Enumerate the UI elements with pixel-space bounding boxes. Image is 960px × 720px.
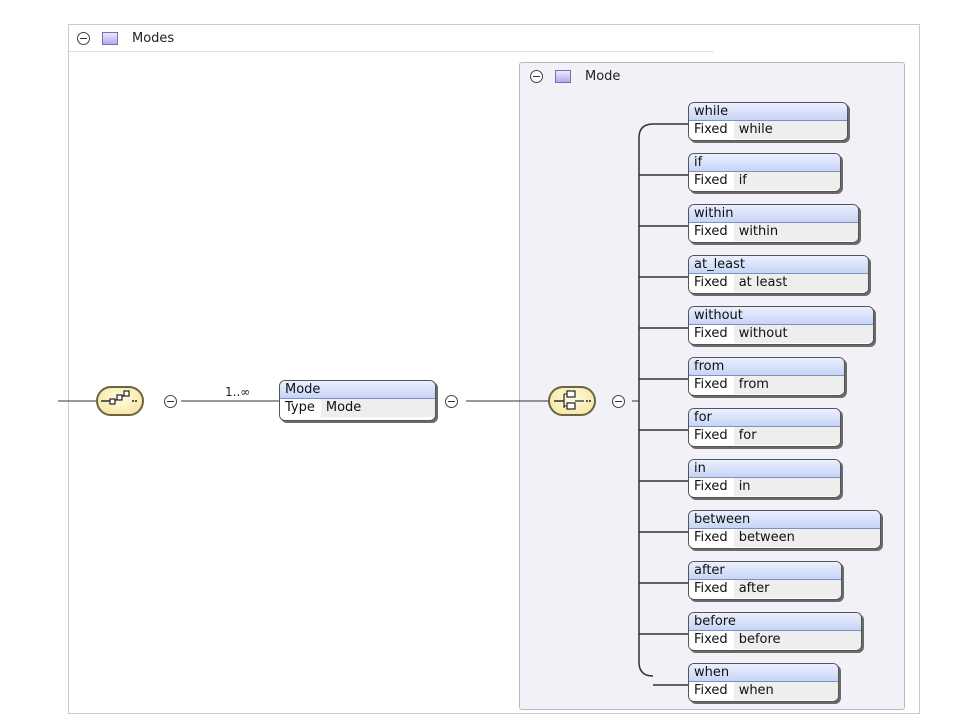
modes-group-header: Modes bbox=[69, 25, 919, 51]
mode-element-key: Type bbox=[280, 399, 321, 417]
choice-element-key: Fixed bbox=[689, 223, 734, 241]
choice-element-key: Fixed bbox=[689, 478, 734, 496]
collapse-mode-icon[interactable] bbox=[530, 69, 543, 83]
choice-element-key: Fixed bbox=[689, 172, 734, 190]
choice-element-name: while bbox=[689, 103, 847, 121]
choice-element-value: for bbox=[733, 427, 840, 445]
choice-element-key: Fixed bbox=[689, 682, 734, 700]
collapse-choice-icon[interactable] bbox=[612, 395, 625, 408]
choice-element-name: in bbox=[689, 460, 840, 478]
choice-element-key: Fixed bbox=[689, 631, 734, 649]
choice-element-key: Fixed bbox=[689, 121, 734, 139]
choice-element-name: before bbox=[689, 613, 861, 631]
mode-element-name: Mode bbox=[280, 381, 435, 399]
choice-element-name: at_least bbox=[689, 256, 868, 274]
choice-element-name: between bbox=[689, 511, 880, 529]
choice-element-name: from bbox=[689, 358, 844, 376]
multiplicity-label: 1..∞ bbox=[225, 385, 251, 399]
choice-element-value: in bbox=[733, 478, 840, 496]
choice-element-name: if bbox=[689, 154, 840, 172]
choice-element-name: for bbox=[689, 409, 840, 427]
choice-element-value: without bbox=[733, 325, 873, 343]
choice-element-name: after bbox=[689, 562, 841, 580]
choice-element-name: within bbox=[689, 205, 858, 223]
choice-element-value: when bbox=[733, 682, 838, 700]
choice-element-key: Fixed bbox=[689, 376, 734, 394]
mode-element-value: Mode bbox=[320, 399, 435, 417]
mode-type-header: Mode bbox=[520, 63, 620, 89]
choice-compositor-icon[interactable] bbox=[548, 386, 596, 416]
complex-type-icon bbox=[102, 31, 118, 45]
choice-element-value: between bbox=[733, 529, 880, 547]
choice-element-key: Fixed bbox=[689, 529, 734, 547]
choice-element-value: after bbox=[733, 580, 841, 598]
collapse-mode-element-icon[interactable] bbox=[445, 395, 458, 408]
mode-type-title: Mode bbox=[585, 68, 621, 84]
choice-element-value: if bbox=[733, 172, 840, 190]
collapse-modes-icon[interactable] bbox=[77, 31, 90, 45]
choice-element-name: when bbox=[689, 664, 838, 682]
mode-element[interactable]: Mode Type Mode bbox=[279, 380, 436, 421]
choice-element-key: Fixed bbox=[689, 274, 734, 292]
choice-element-key: Fixed bbox=[689, 427, 734, 445]
modes-group-title: Modes bbox=[132, 30, 175, 46]
choice-element-value: before bbox=[733, 631, 861, 649]
choice-element-key: Fixed bbox=[689, 325, 734, 343]
choice-element-value: within bbox=[733, 223, 858, 241]
choice-element-value: at least bbox=[733, 274, 868, 292]
complex-type-icon bbox=[555, 69, 571, 83]
choice-element-value: from bbox=[733, 376, 844, 394]
choice-element-name: without bbox=[689, 307, 873, 325]
header-divider bbox=[69, 51, 714, 52]
collapse-sequence-icon[interactable] bbox=[164, 395, 177, 408]
sequence-compositor-icon[interactable] bbox=[96, 386, 144, 416]
choice-element-key: Fixed bbox=[689, 580, 734, 598]
choice-element-value: while bbox=[733, 121, 847, 139]
